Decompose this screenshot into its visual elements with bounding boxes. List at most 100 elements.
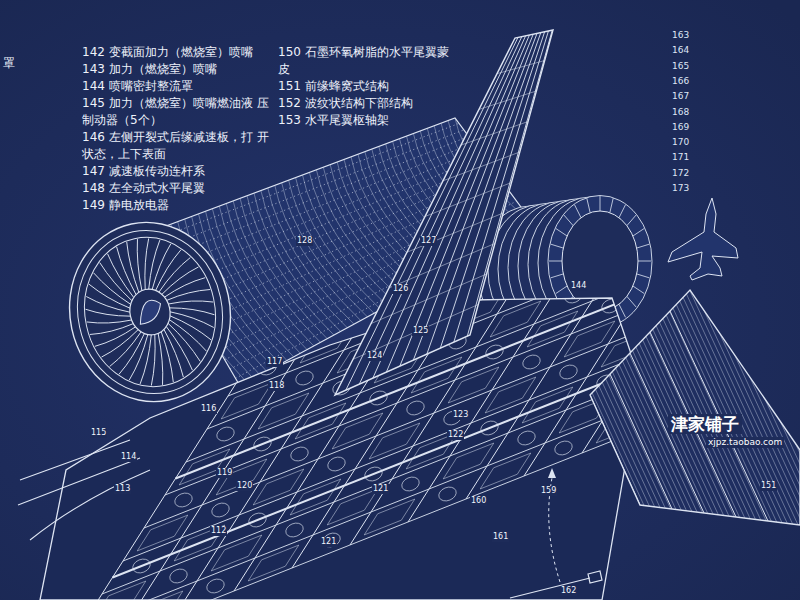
panel-inset — [606, 255, 657, 291]
panel-inset — [648, 189, 699, 225]
nozzle-petal — [587, 198, 590, 212]
tail-hatch-line — [660, 280, 780, 540]
callout-number: 112 — [210, 526, 227, 536]
fuselage-frames — [40, 0, 800, 600]
fan-blade — [117, 245, 136, 296]
lightening-hole — [294, 369, 316, 388]
tail-hatch-line — [785, 280, 800, 540]
callout-number: 161 — [492, 532, 509, 542]
lightening-hole — [721, 175, 743, 194]
panel-inset — [211, 535, 262, 571]
fin-rib — [425, 183, 512, 217]
panel-inset — [258, 393, 309, 429]
nozzle-petal — [627, 296, 636, 307]
legend-text: 145 加力（燃烧室）喷嘴燃油液 压制动器（5个） — [82, 95, 272, 129]
tail-hatch-line — [590, 280, 710, 540]
tail-hatch-line — [445, 280, 565, 540]
panel-inset — [248, 545, 299, 581]
legend-text: 144 喷嘴密封整流罩 — [82, 78, 272, 95]
nozzle-petal — [575, 205, 582, 218]
lightening-hole — [378, 237, 400, 256]
fan-blade — [94, 267, 131, 311]
watermark: xjpz.taobao.com — [706, 437, 784, 448]
tail-hatch-line — [735, 280, 800, 540]
panel-inset — [132, 591, 183, 600]
panel-inset — [537, 159, 588, 195]
fan-blade — [168, 318, 200, 366]
tail-hatch-line — [720, 280, 800, 540]
panel-inset — [300, 327, 351, 363]
panel-inset — [332, 413, 383, 449]
panel-inset — [791, 305, 800, 341]
key-number: 168 — [672, 107, 689, 118]
fan-blade — [108, 250, 134, 300]
panel-inset — [137, 515, 188, 551]
tail-hatch-line — [620, 280, 740, 540]
fan-blade — [141, 334, 165, 385]
legend-text: 143 加力（燃烧室）喷嘴 — [82, 61, 272, 78]
panel-inset — [796, 229, 800, 265]
tail-hatch-line — [555, 280, 675, 540]
lightening-hole — [748, 337, 770, 356]
tail-hatch-line — [595, 280, 715, 540]
nozzle-petal — [637, 274, 650, 278]
callout-number: 116 — [200, 404, 217, 414]
tail-hatch-line — [640, 280, 760, 540]
panel-inset — [443, 443, 494, 479]
nozzle-petal — [551, 274, 564, 278]
panel-inset — [253, 469, 304, 505]
panel-inset — [263, 317, 314, 353]
key-number: 170 — [672, 137, 689, 148]
lightening-hole — [558, 363, 580, 382]
horizontal-tail — [360, 280, 800, 540]
panel-inset — [754, 295, 800, 331]
panel-inset — [327, 489, 378, 525]
fan-blade — [153, 258, 196, 293]
tail-hatch-line — [365, 280, 485, 540]
callout-number: 128 — [296, 236, 313, 246]
tail-hatch-line — [500, 280, 620, 540]
callout-number: 159 — [540, 486, 557, 496]
tail-hatch-line — [490, 280, 610, 540]
lightening-hole — [763, 109, 785, 128]
nozzle-petal — [627, 215, 636, 226]
tail-hatch-line — [745, 280, 800, 540]
panel-inset — [616, 103, 667, 139]
lightening-hole — [321, 531, 343, 550]
legend-text: 142 变截面加力（燃烧室）喷嘴 — [82, 44, 272, 61]
callout-number: 124 — [366, 351, 383, 361]
legend-text: 罩 — [3, 55, 15, 72]
tail-hatch-line — [605, 280, 725, 540]
nozzle-petal — [637, 244, 650, 248]
tail-hatch-line — [375, 280, 495, 540]
tail-hatch-line — [400, 280, 520, 540]
tail-hatch-line — [480, 280, 600, 540]
tail-hatch-line — [385, 280, 505, 540]
lightening-hole — [553, 439, 575, 458]
cylinder-ring — [275, 185, 361, 320]
tail-hatch-line — [520, 280, 640, 540]
tail-hatch-line — [505, 280, 625, 540]
fin-rib — [497, 61, 545, 74]
lightening-hole — [205, 577, 227, 596]
panel-inset — [532, 235, 583, 271]
fan-blade — [166, 323, 192, 373]
callout-number: 126 — [392, 284, 409, 294]
tail-hatch-line — [725, 280, 800, 540]
tail-hatch-line — [475, 280, 595, 540]
fan-case — [71, 225, 229, 399]
fin-rib — [371, 274, 487, 324]
lightening-hole — [341, 227, 363, 246]
fan-blade — [144, 244, 180, 290]
spinner-cone — [136, 298, 164, 324]
callout-number: 120 — [236, 481, 253, 491]
lightening-hole — [605, 221, 627, 240]
tail-hatch-line — [705, 280, 800, 540]
tail-hatch-line — [795, 280, 800, 540]
tail-hatch-line — [635, 280, 755, 540]
tail-hatch-line — [695, 280, 800, 540]
tail-hatch-line — [485, 280, 605, 540]
nozzle-petal — [619, 304, 626, 317]
callout-number: 160 — [470, 496, 487, 506]
key-number: 172 — [672, 168, 689, 179]
